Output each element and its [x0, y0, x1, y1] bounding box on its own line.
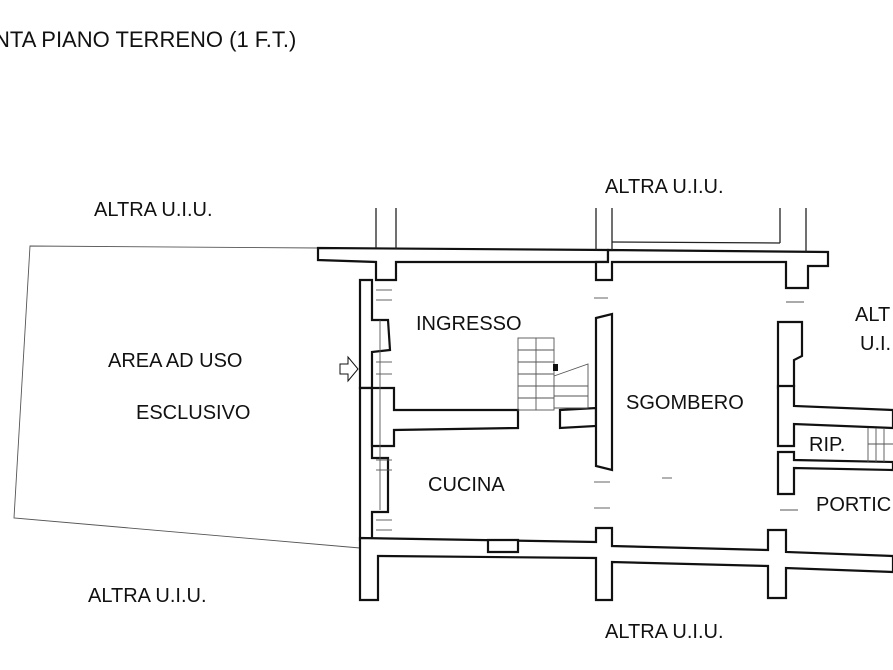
- label-altra-bottom-center: ALTRA U.I.U.: [605, 621, 724, 643]
- exclusive-area-outline: [13, 245, 361, 549]
- label-altra-right-2: U.I.: [860, 333, 891, 355]
- label-altra-bottom-left: ALTRA U.I.U.: [88, 585, 207, 607]
- wall-bottom-notch: [486, 538, 520, 554]
- label-altra-top-center: ALTRA U.I.U.: [605, 176, 724, 198]
- room-label-ingresso: INGRESSO: [416, 313, 522, 335]
- walls: [316, 208, 893, 602]
- wall-right-upper: [776, 320, 804, 390]
- entrance-arrow-icon: [339, 355, 359, 383]
- wall-right-middle: [776, 384, 893, 448]
- wall-ingresso-cucina: [370, 386, 520, 448]
- room-label-portico: PORTIC: [816, 494, 891, 516]
- door-marks: [376, 289, 804, 531]
- label-area-line2: ESCLUSIVO: [136, 402, 250, 424]
- label-altra-right-1: ALT: [855, 304, 890, 326]
- wall-top-left: [316, 246, 610, 282]
- wall-central: [594, 312, 614, 472]
- wall-top-right: [594, 248, 830, 290]
- wall-ingresso-cucina-right: [558, 406, 598, 430]
- wall-rip-lower: [776, 450, 893, 496]
- wall-bottom: [358, 526, 893, 602]
- room-label-sgombero: SGOMBERO: [626, 392, 744, 414]
- label-altra-top-left: ALTRA U.I.U.: [94, 199, 213, 221]
- rip-stair-icon: [867, 428, 893, 462]
- stub-top-5: [611, 241, 781, 244]
- plan-title: NTA PIANO TERRENO (1 F.T.): [0, 27, 296, 52]
- room-label-ripostiglio: RIP.: [809, 434, 845, 456]
- label-area-line1: AREA AD USO: [108, 350, 243, 372]
- room-label-cucina: CUCINA: [428, 474, 505, 496]
- staircase-icon: [517, 337, 589, 411]
- wall-left: [358, 278, 392, 390]
